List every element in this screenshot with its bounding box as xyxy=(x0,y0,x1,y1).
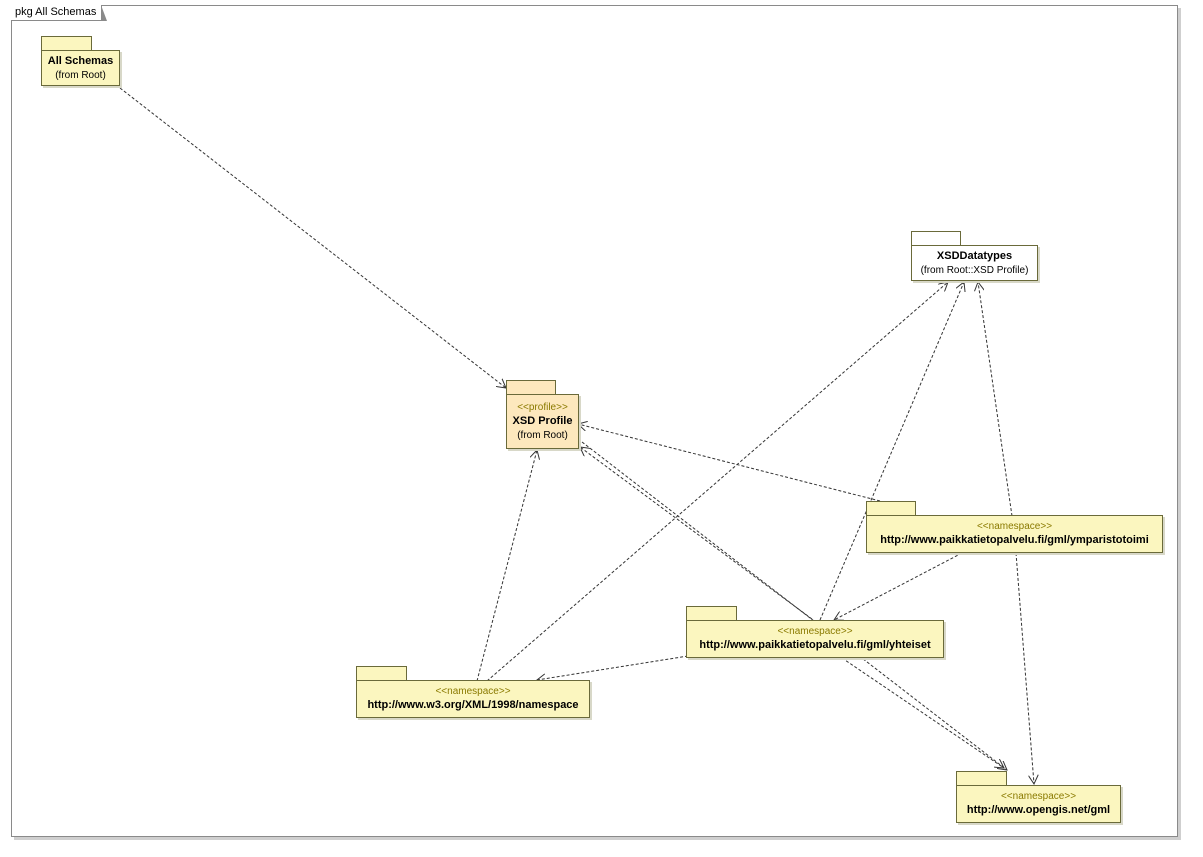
edge-w3xml-xsdprofile xyxy=(476,450,537,682)
edge-yhteiset-xsddatatypes xyxy=(819,282,964,621)
edge-w3xml-xsddatatypes xyxy=(486,282,948,682)
edge-yhteiset-opengis xyxy=(841,657,1004,768)
edge-xsdprofile-opengis xyxy=(581,441,1007,770)
package-name: XSDDatatypes xyxy=(936,249,1013,262)
package-origin: (from Root) xyxy=(55,69,106,81)
package-name: http://www.paikkatietopalvelu.fi/gml/ymp… xyxy=(880,534,1149,546)
diagram-frame xyxy=(11,5,1178,837)
package-origin: (from Root) xyxy=(517,429,568,441)
package-name: http://www.paikkatietopalvelu.fi/gml/yht… xyxy=(699,639,931,651)
package-name: All Schemas xyxy=(47,54,114,67)
edge-ymparisto-xsdprofile xyxy=(578,424,881,502)
package-stereotype: <<namespace>> xyxy=(777,626,853,637)
edge-allschemas-xsdprofile xyxy=(119,87,506,388)
package-name: http://www.opengis.net/gml xyxy=(966,804,1111,816)
package-stereotype: <<namespace>> xyxy=(1000,791,1077,802)
package-stereotype: <<profile>> xyxy=(517,401,568,413)
package-name: XSD Profile xyxy=(512,414,573,427)
package-stereotype: <<namespace>> xyxy=(976,521,1053,532)
package-origin: (from Root::XSD Profile) xyxy=(920,264,1029,276)
package-name: http://www.w3.org/XML/1998/namespace xyxy=(367,699,579,711)
edge-ymparisto-yhteiset xyxy=(834,552,963,620)
edge-yhteiset-w3xml xyxy=(537,655,689,680)
edge-ymparisto-xsddatatypes xyxy=(978,282,1013,517)
edge-ymparisto-opengis xyxy=(1015,552,1034,784)
package-stereotype: <<namespace>> xyxy=(435,686,511,697)
frame-title: pkg All Schemas xyxy=(11,5,108,21)
